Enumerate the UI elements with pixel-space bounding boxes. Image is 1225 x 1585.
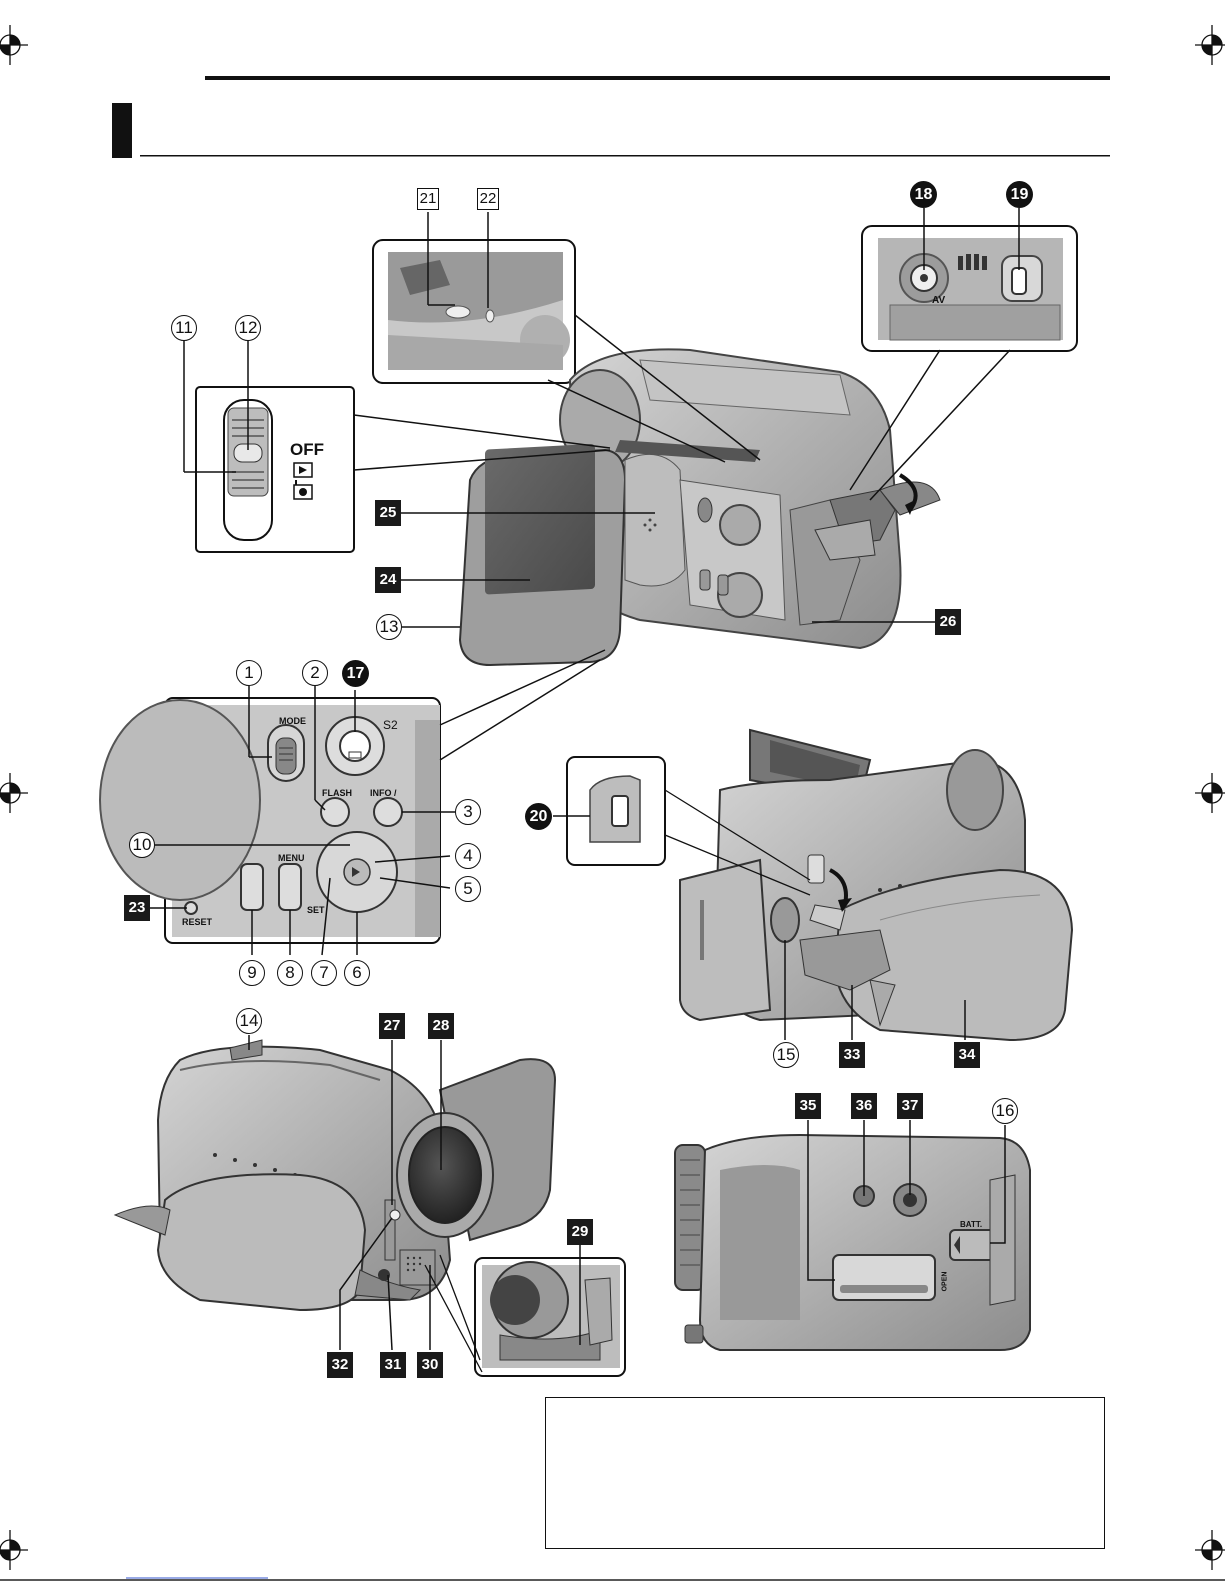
- callout-31: 31: [380, 1352, 406, 1378]
- callout-7: 7: [311, 960, 337, 986]
- callout-29: 29: [567, 1219, 593, 1245]
- callout-36: 36: [851, 1093, 877, 1119]
- off-label: OFF: [290, 440, 324, 460]
- callout-26: 26: [935, 609, 961, 635]
- callout-11: 11: [171, 315, 197, 341]
- callout-9: 9: [239, 960, 265, 986]
- batt-label: BATT.: [960, 1220, 982, 1229]
- callout-35: 35: [795, 1093, 821, 1119]
- callout-6: 6: [344, 960, 370, 986]
- control-panel-closeup: [100, 650, 605, 943]
- callout-22: 22: [477, 188, 499, 210]
- power-lamp-closeup: [373, 240, 575, 383]
- callout-19: 19: [1006, 181, 1033, 208]
- callout-25: 25: [375, 500, 401, 526]
- note-box: [545, 1397, 1105, 1549]
- callout-18: 18: [910, 181, 937, 208]
- power-switch-closeup: [196, 387, 354, 552]
- camcorder-front-view: [115, 1040, 625, 1376]
- callout-33: 33: [839, 1042, 865, 1068]
- callout-28: 28: [428, 1013, 454, 1039]
- camcorder-lcd-view: [460, 349, 940, 665]
- callout-14: 14: [236, 1008, 262, 1034]
- callout-1: 1: [236, 660, 262, 686]
- mode-label: MODE: [279, 716, 306, 726]
- callout-17: 17: [342, 660, 369, 687]
- flash-label: FLASH: [322, 788, 352, 798]
- callout-2: 2: [302, 660, 328, 686]
- callout-16: 16: [992, 1098, 1018, 1124]
- av-usb-closeup: [862, 226, 1077, 351]
- callout-30: 30: [417, 1352, 443, 1378]
- camcorder-right-side-view: [567, 730, 1072, 1040]
- set-label: SET: [307, 905, 325, 915]
- callout-10: 10: [129, 832, 155, 858]
- callout-4: 4: [455, 843, 481, 869]
- callout-5: 5: [455, 876, 481, 902]
- open-label: OPEN: [941, 1272, 948, 1292]
- av-label: AV: [932, 295, 945, 306]
- callout-34: 34: [954, 1042, 980, 1068]
- callout-32: 32: [327, 1352, 353, 1378]
- callout-3: 3: [455, 799, 481, 825]
- callout-27: 27: [379, 1013, 405, 1039]
- s2-label: S2: [383, 718, 398, 732]
- callout-37: 37: [897, 1093, 923, 1119]
- callout-13: 13: [376, 614, 402, 640]
- reset-label: RESET: [182, 917, 212, 927]
- callout-15: 15: [773, 1042, 799, 1068]
- callout-8: 8: [277, 960, 303, 986]
- callout-20: 20: [525, 803, 552, 830]
- callout-21: 21: [417, 188, 439, 210]
- callout-24: 24: [375, 567, 401, 593]
- info-label: INFO /: [370, 788, 397, 798]
- callout-23: 23: [124, 895, 150, 921]
- camcorder-bottom-view: [675, 1135, 1030, 1350]
- callout-12: 12: [235, 315, 261, 341]
- menu-label: MENU: [278, 853, 305, 863]
